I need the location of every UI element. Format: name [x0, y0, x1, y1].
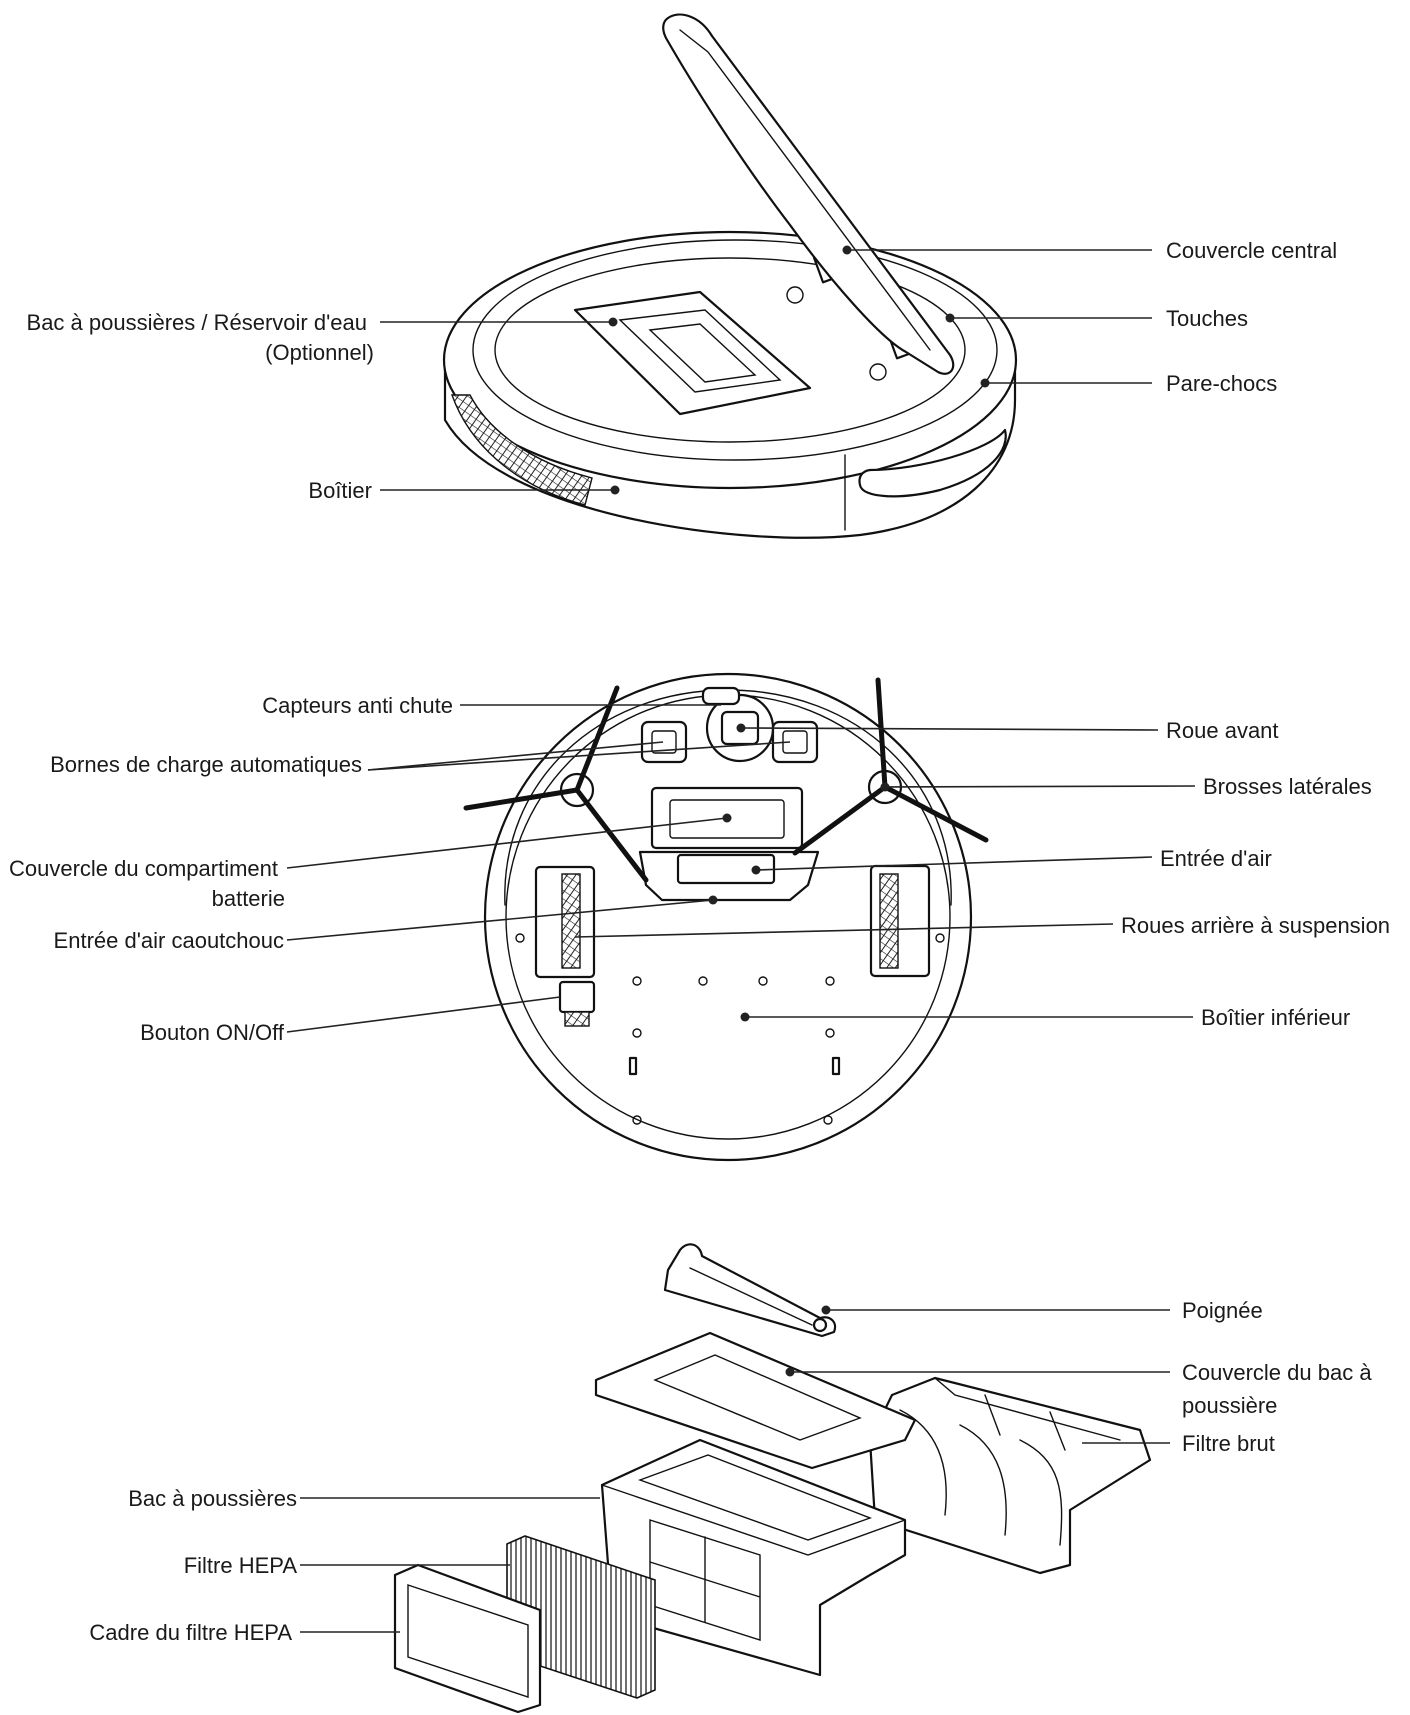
dustbin-handle: [663, 1243, 837, 1338]
label-cadre-filtre-hepa: Cadre du filtre HEPA: [89, 1620, 292, 1645]
cliff-sensor-front: [701, 686, 741, 706]
dustbin-body-window-grid: [649, 1536, 761, 1623]
label-filtre-hepa: Filtre HEPA: [184, 1553, 298, 1578]
label-couvercle-central: Couvercle central: [1166, 238, 1337, 263]
label-entree-air: Entrée d'air: [1160, 846, 1272, 871]
label-boitier-inferieur: Boîtier inférieur: [1201, 1005, 1350, 1030]
dustbin-body-window: [649, 1519, 761, 1641]
side-brush-right-arm-3: [792, 784, 888, 856]
label-couvercle-bac: Couvercle du bac à: [1182, 1360, 1372, 1385]
dustbin-top-handle: [618, 309, 782, 393]
label-bac-poussieres: Bac à poussières: [128, 1486, 297, 1511]
dustbin-handle-bar: [689, 1267, 813, 1326]
label-brosses-laterales: Brosses latérales: [1203, 774, 1372, 799]
label-roue-avant: Roue avant: [1166, 718, 1279, 743]
rear-wheel-left-tread: [561, 873, 581, 969]
hepa-frame-window: [407, 1584, 529, 1698]
rear-wheel-right-tread: [879, 873, 899, 969]
charge-contact-left: [640, 720, 688, 764]
label-bouton-on-off: Bouton ON/Off: [140, 1020, 285, 1045]
bottom-screw-holes: [515, 933, 945, 1125]
coarse-filter-frame: [868, 1376, 1152, 1575]
dustbin-handle-pivot: [812, 1317, 828, 1333]
label-poignee: Poignée: [1182, 1298, 1263, 1323]
robot-top-recess: [494, 257, 966, 443]
label-optionnel: (Optionnel): [265, 340, 374, 365]
label-batterie: batterie: [212, 886, 285, 911]
coarse-filter-rib-3: [1019, 1439, 1063, 1546]
label-couvercle-compartiment: Couvercle du compartiment: [9, 856, 278, 881]
dustbin-body-inner: [637, 1454, 873, 1541]
robot-side-grille: [451, 394, 593, 506]
top-view-leaders: [380, 245, 1152, 495]
label-pare-chocs: Pare-chocs: [1166, 371, 1277, 396]
robot-top-inner-ring: [472, 239, 998, 461]
on-off-switch: [558, 980, 596, 1014]
label-poussiere: poussière: [1182, 1393, 1277, 1418]
coarse-filter-rib-2: [959, 1424, 1007, 1536]
dustbin-top-grip: [648, 323, 757, 383]
on-off-switch-connector: [564, 1011, 590, 1027]
label-touches: Touches: [1166, 306, 1248, 331]
label-capteurs-anti-chute: Capteurs anti chute: [262, 693, 453, 718]
label-bornes-charge: Bornes de charge automatiques: [50, 752, 362, 777]
label-bac-reservoir: Bac à poussières / Réservoir d'eau: [27, 310, 367, 335]
side-brush-right-arm-2: [882, 784, 989, 843]
dustbin-body-rim: [601, 1484, 906, 1556]
robot-side-handle: [858, 428, 1007, 498]
robot-top-view: [442, 13, 1018, 539]
side-brush-left-arm-2: [463, 787, 580, 811]
label-entree-air-caoutchouc: Entrée d'air caoutchouc: [54, 928, 284, 953]
coarse-filter-top-grid: [934, 1377, 1121, 1451]
bottom-view-leaders: [286, 704, 1196, 1033]
top-screw-a: [786, 286, 804, 304]
dustbin-lid: [594, 1331, 917, 1470]
robot-bottom-view: [463, 672, 989, 1162]
side-brush-left-arm-3: [574, 787, 649, 883]
side-brush-right-arm-1: [875, 677, 888, 790]
charge-contact-left-inner: [651, 730, 677, 754]
coarse-filter-rib-1: [899, 1409, 947, 1516]
dustbin-exploded-view: [393, 1243, 1152, 1714]
bottom-outer-shell: [483, 672, 973, 1162]
top-screw-b: [869, 363, 887, 381]
dustbin-leaders: [300, 1305, 1170, 1633]
battery-cover-inner: [669, 799, 785, 839]
label-roues-arriere: Roues arrière à suspension: [1121, 913, 1390, 938]
dustbin-lid-opening: [653, 1354, 862, 1441]
label-boitier: Boîtier: [308, 478, 372, 503]
label-filtre-brut: Filtre brut: [1182, 1431, 1275, 1456]
